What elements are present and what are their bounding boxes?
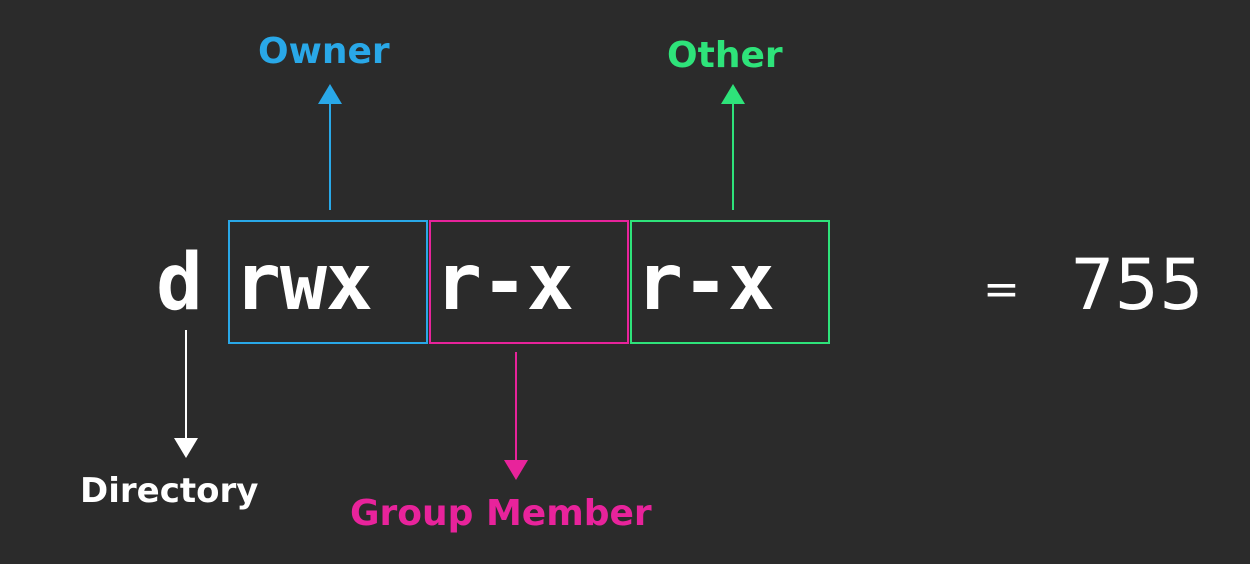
directory-label: Directory xyxy=(80,471,259,511)
other-arrow xyxy=(721,84,745,210)
other-label: Other xyxy=(667,35,783,76)
equals-sign: = xyxy=(983,264,1020,315)
group-box xyxy=(429,220,629,344)
group-member-label: Group Member xyxy=(350,493,652,534)
octal-value: 755 xyxy=(1070,244,1204,326)
owner-label: Owner xyxy=(258,31,390,72)
directory-arrow xyxy=(174,330,198,458)
file-type-char: d xyxy=(156,238,203,328)
owner-box xyxy=(228,220,428,344)
group-permissions: r-x xyxy=(435,238,574,328)
other-box xyxy=(630,220,830,344)
owner-permissions: rwx xyxy=(234,238,373,328)
group-arrow xyxy=(504,352,528,480)
owner-arrow xyxy=(318,84,342,210)
other-permissions: r-x xyxy=(636,238,775,328)
